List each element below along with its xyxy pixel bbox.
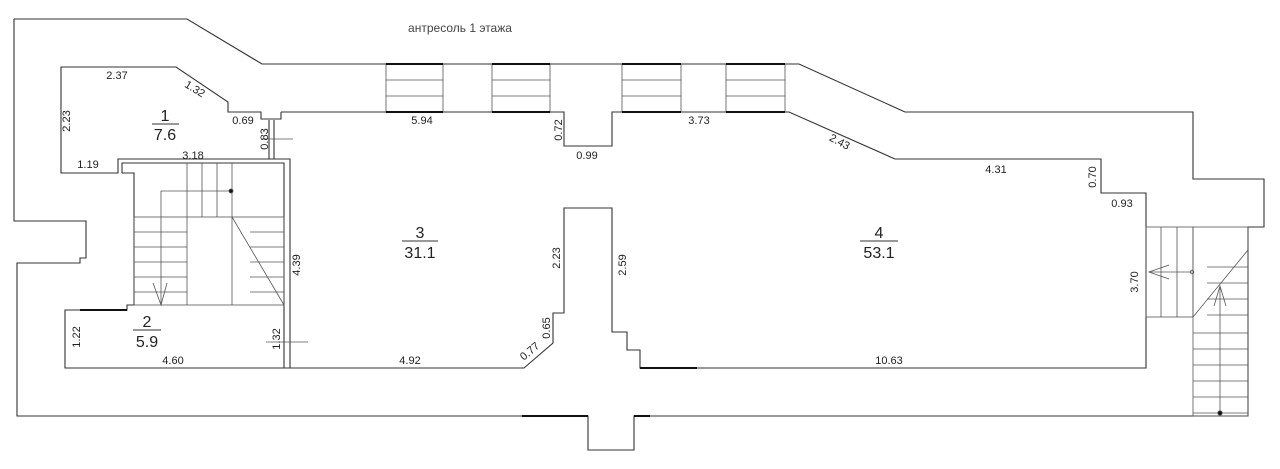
svg-text:0.70: 0.70 [1087,166,1099,187]
svg-text:5.9: 5.9 [136,334,158,351]
room-label-4: 4 53.1 [860,225,898,262]
svg-text:3.73: 3.73 [688,115,709,127]
stair-start-dot [228,188,234,194]
dimension-labels: 2.37 1.32 2.23 0.69 0.83 1.19 3.18 5.9 4 … [61,70,1141,367]
svg-text:7.6: 7.6 [154,127,176,144]
svg-text:1.32: 1.32 [182,79,207,101]
svg-text:4: 4 [875,225,884,242]
inner-top-wall [64,111,1147,369]
svg-text:0.93: 0.93 [1111,198,1132,210]
svg-text:4.60: 4.60 [162,355,183,367]
svg-text:3.18: 3.18 [182,150,203,162]
room-label-2: 2 5.9 [133,314,161,351]
svg-text:53.1: 53.1 [863,245,894,262]
corridor-windows [385,63,786,113]
stair-arrow-icon [152,282,168,307]
svg-text:0.65: 0.65 [541,317,553,338]
svg-text:2.23: 2.23 [551,247,563,268]
svg-text:31.1: 31.1 [404,245,435,262]
room-label-3: 3 31.1 [402,225,438,262]
svg-text:3: 3 [416,225,425,242]
svg-text:0.72: 0.72 [553,119,565,140]
svg-text:0.77: 0.77 [518,340,542,363]
svg-text:5.94: 5.94 [411,115,432,127]
plan-title: антресоль 1 этажа [408,21,512,35]
right-staircase [1145,226,1249,417]
svg-text:2.59: 2.59 [617,254,629,275]
stair-arrow-icon [1147,264,1170,280]
svg-text:2.23: 2.23 [61,110,73,131]
svg-text:0.83: 0.83 [259,128,271,149]
svg-text:2.37: 2.37 [106,70,127,82]
svg-text:1.19: 1.19 [77,159,98,171]
left-staircase [133,163,285,307]
svg-text:2.43: 2.43 [827,132,852,153]
stair-start-dot [1217,410,1223,416]
svg-text:10.63: 10.63 [875,355,903,367]
room-label-1: 1 7.6 [152,108,179,144]
svg-text:4.39: 4.39 [291,254,303,275]
svg-text:1.32: 1.32 [271,328,283,349]
svg-text:0.99: 0.99 [576,150,597,162]
svg-text:3.70: 3.70 [1129,271,1141,292]
svg-text:1: 1 [161,108,170,125]
svg-text:4.92: 4.92 [399,355,420,367]
svg-text:2: 2 [143,314,152,331]
room-1-wall [60,66,291,368]
svg-text:1.22: 1.22 [71,326,83,347]
svg-text:0.69: 0.69 [232,115,253,127]
svg-text:4.31: 4.31 [985,164,1006,176]
